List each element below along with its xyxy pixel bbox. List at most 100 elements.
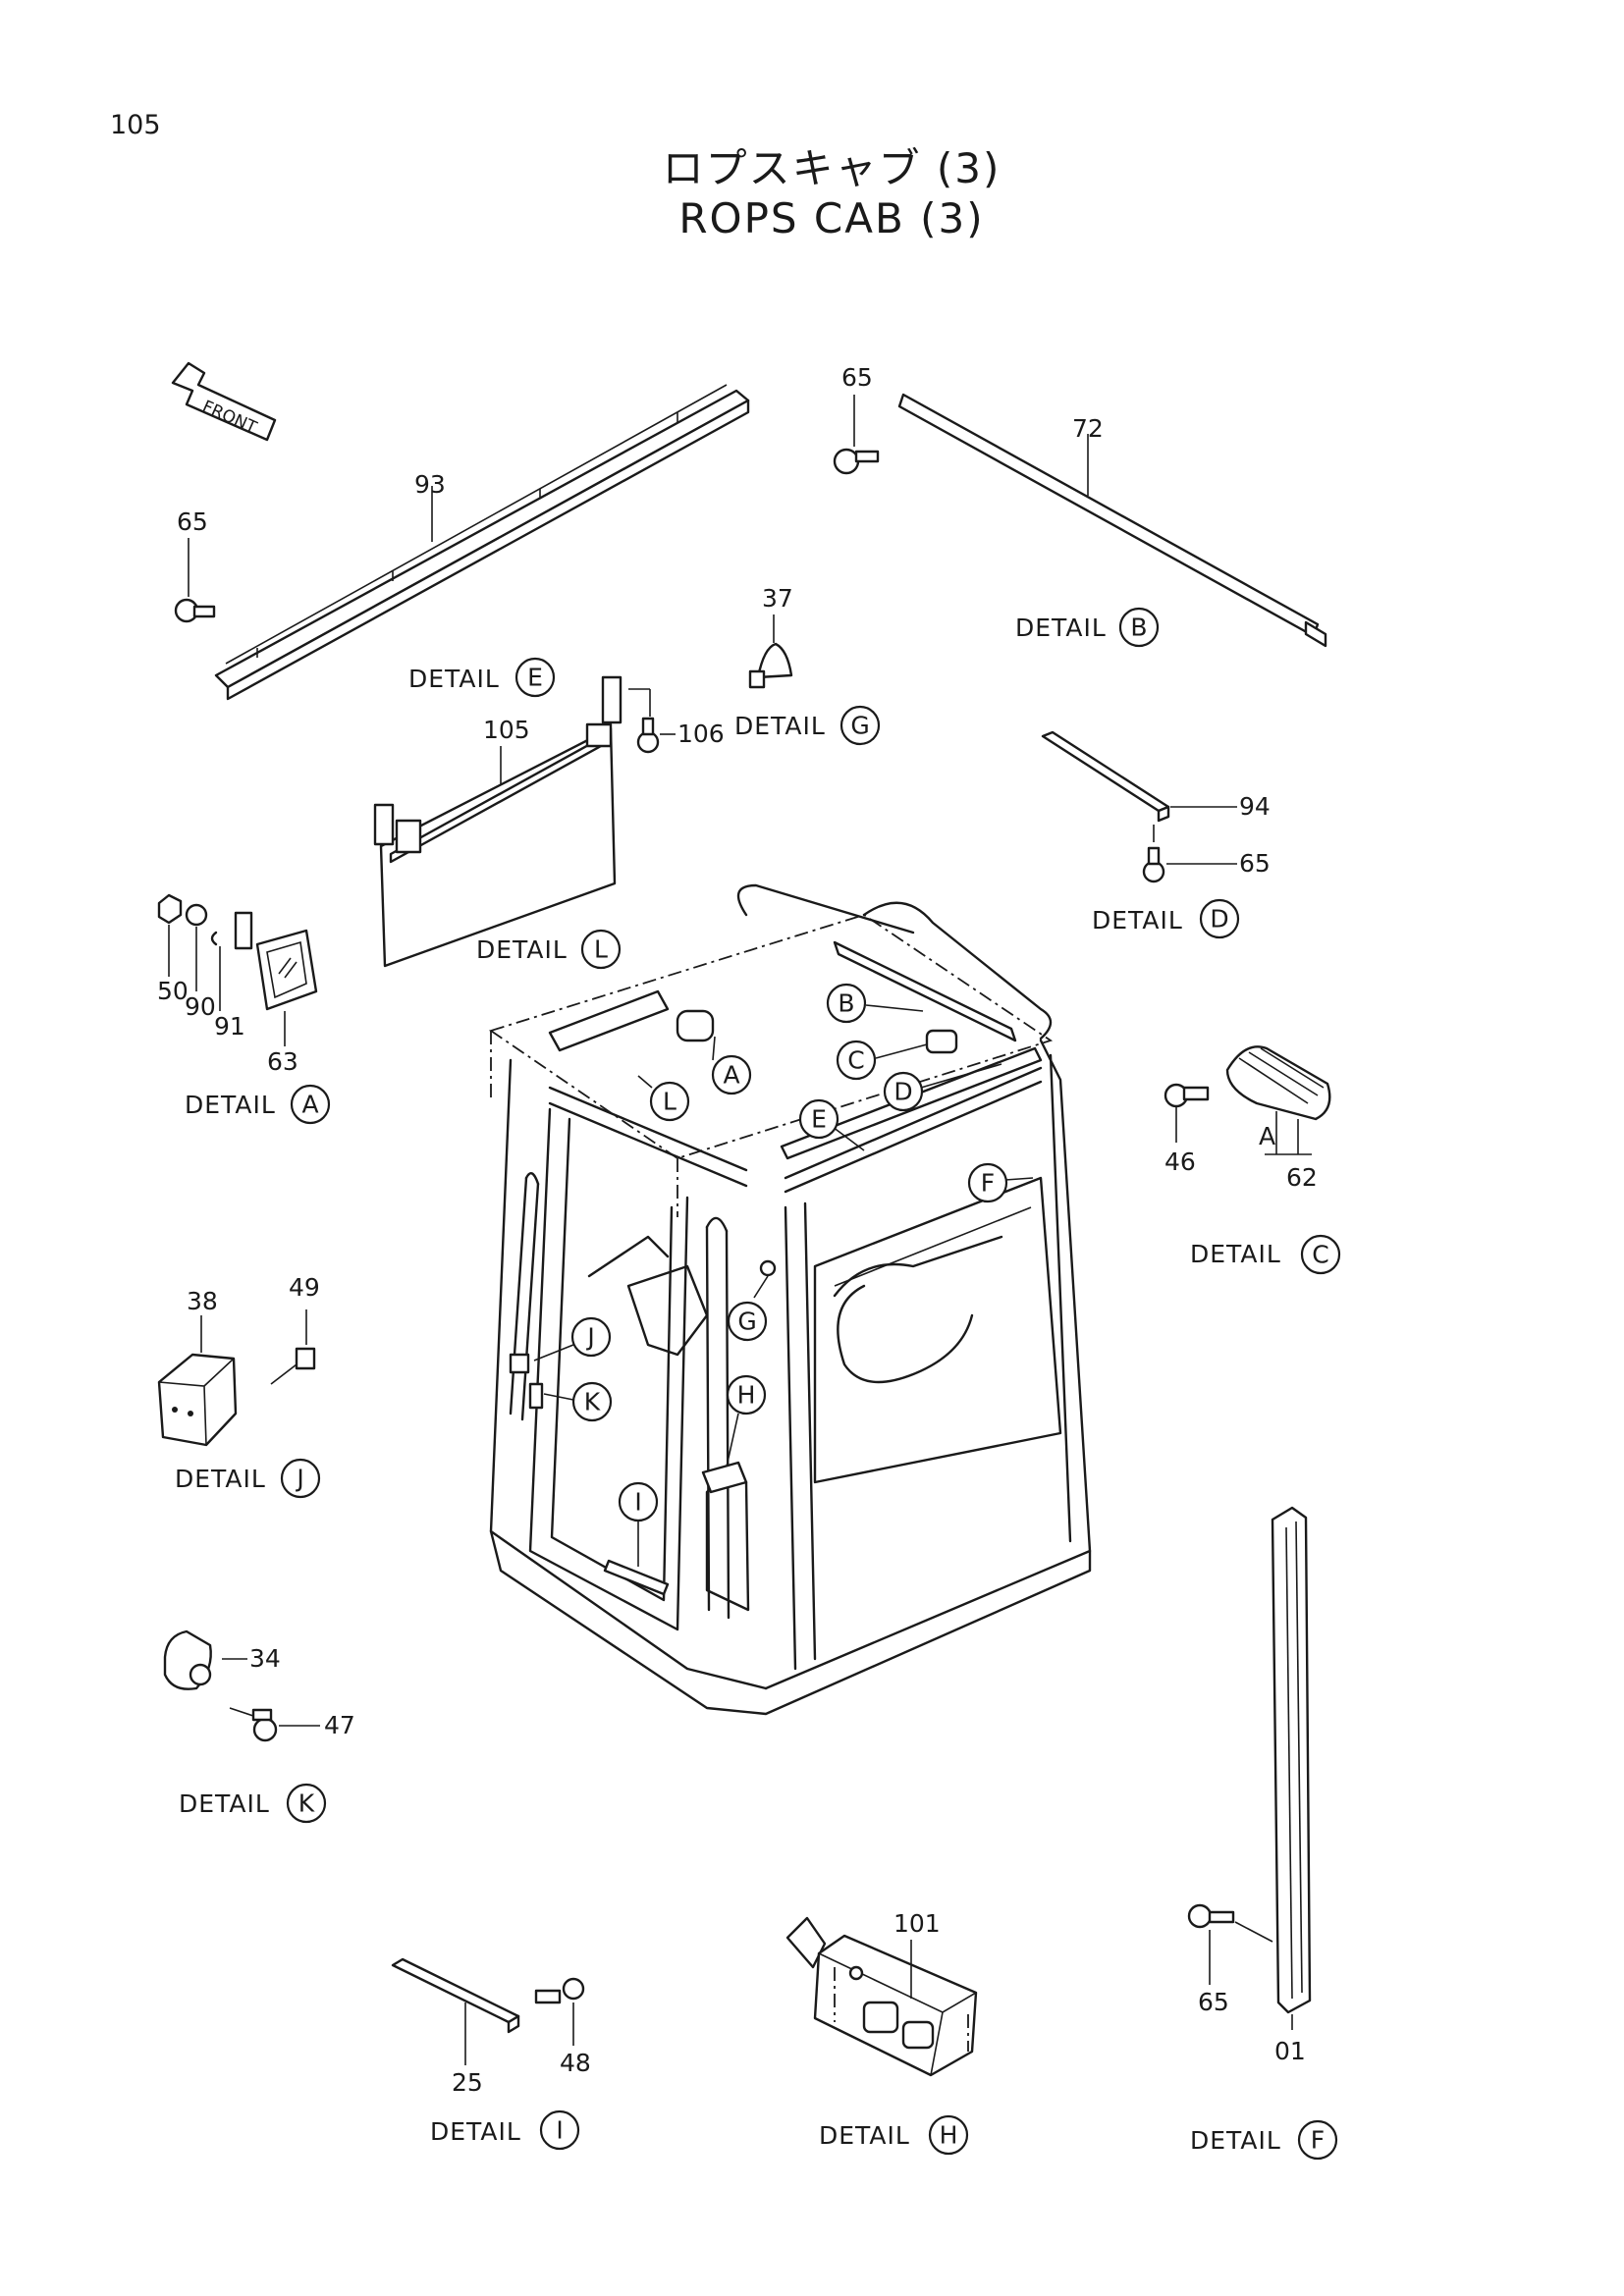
detail-j-label: DETAIL bbox=[175, 1465, 266, 1493]
part-number-46: 46 bbox=[1164, 1148, 1196, 1176]
page-number: 105 bbox=[110, 110, 161, 140]
part-number-105: 105 bbox=[483, 716, 530, 744]
part-number-65-top: 65 bbox=[841, 363, 873, 392]
detail-j-circle bbox=[280, 1458, 321, 1499]
detail-h-label: DETAIL bbox=[819, 2121, 910, 2150]
detail-l-label: DETAIL bbox=[476, 935, 568, 964]
part-number-65-detail-f: 65 bbox=[1198, 1988, 1229, 2016]
trim-part-25-icon bbox=[391, 1957, 520, 2065]
bolt-65-detail-d-icon bbox=[1142, 846, 1237, 883]
rail-part-93 bbox=[214, 384, 750, 701]
rail-part-72 bbox=[897, 393, 1327, 648]
detail-f-letter: F bbox=[1311, 2126, 1325, 2155]
detail-k-label: DETAIL bbox=[179, 1789, 270, 1818]
rops-cab-body bbox=[488, 883, 1092, 1716]
svg-text:K: K bbox=[584, 1388, 601, 1416]
part-number-72: 72 bbox=[1072, 414, 1104, 443]
part-number-91: 91 bbox=[214, 1012, 245, 1041]
part-number-25: 25 bbox=[452, 2068, 483, 2097]
detail-g-label: DETAIL bbox=[734, 712, 826, 740]
detail-g-circle bbox=[839, 705, 881, 746]
callout-g: G bbox=[727, 1275, 769, 1342]
page-title-english: ROPS CAB (3) bbox=[678, 194, 985, 242]
svg-text:F: F bbox=[981, 1169, 995, 1198]
detail-d-circle bbox=[1199, 898, 1240, 939]
detail-a-label: DETAIL bbox=[185, 1091, 276, 1119]
part-number-47: 47 bbox=[324, 1711, 355, 1739]
detail-f-circle bbox=[1297, 2119, 1338, 2161]
svg-text:G: G bbox=[737, 1308, 756, 1336]
detail-h-letter: H bbox=[940, 2121, 958, 2150]
detail-l-letter: L bbox=[594, 935, 608, 964]
mirror-assembly-detail-a bbox=[157, 893, 318, 1046]
part-number-106: 106 bbox=[677, 720, 725, 748]
bolt-49-icon bbox=[270, 1309, 316, 1385]
detail-d-letter: D bbox=[1210, 905, 1228, 934]
svg-text:A: A bbox=[723, 1061, 739, 1090]
bolt-65-detail-f-icon bbox=[1187, 1903, 1273, 1985]
detail-k-circle bbox=[286, 1783, 327, 1824]
callout-h: H bbox=[726, 1374, 767, 1468]
detail-f-label: DETAIL bbox=[1190, 2126, 1281, 2155]
plug-part-37-icon bbox=[748, 614, 793, 689]
handle-assembly-detail-c bbox=[1164, 1045, 1331, 1155]
detail-i-label: DETAIL bbox=[430, 2117, 521, 2146]
callout-c: C bbox=[836, 1040, 928, 1081]
part-number-48: 48 bbox=[560, 2049, 591, 2077]
part-number-01: 01 bbox=[1274, 2037, 1306, 2065]
detail-c-circle bbox=[1300, 1234, 1341, 1275]
callout-k: K bbox=[543, 1381, 613, 1422]
svg-text:D: D bbox=[893, 1078, 912, 1106]
bolt-106-icon bbox=[636, 717, 676, 754]
callout-d: D bbox=[883, 1063, 1002, 1112]
callout-l: L bbox=[637, 1075, 690, 1122]
part-number-93: 93 bbox=[414, 470, 446, 499]
detail-c-letter: C bbox=[1312, 1241, 1328, 1269]
bolt-65-left-icon bbox=[174, 538, 216, 623]
detail-e-label: DETAIL bbox=[408, 665, 500, 693]
part-number-90: 90 bbox=[185, 992, 216, 1021]
part-number-50: 50 bbox=[157, 977, 189, 1005]
svg-text:J: J bbox=[585, 1323, 594, 1352]
callout-b: B bbox=[826, 983, 924, 1024]
detail-i-letter: I bbox=[556, 2116, 563, 2145]
latch-part-101 bbox=[785, 1916, 978, 2077]
detail-e-circle bbox=[514, 657, 556, 698]
detail-h-circle bbox=[928, 2114, 969, 2156]
detail-d-label: DETAIL bbox=[1092, 906, 1183, 934]
detail-b-circle bbox=[1118, 607, 1160, 648]
callout-f: F bbox=[967, 1162, 1034, 1203]
detail-k-letter: K bbox=[298, 1789, 315, 1818]
callout-i: I bbox=[618, 1481, 659, 1567]
detail-e-letter: E bbox=[527, 664, 543, 692]
callout-j: J bbox=[533, 1316, 612, 1362]
detail-i-circle bbox=[539, 2109, 580, 2151]
part-number-101: 101 bbox=[893, 1909, 941, 1938]
detail-j-letter: J bbox=[295, 1465, 303, 1493]
detail-b-label: DETAIL bbox=[1015, 614, 1107, 642]
svg-text:E: E bbox=[811, 1105, 827, 1134]
detail-b-letter: B bbox=[1130, 614, 1147, 642]
cover-part-38-icon bbox=[157, 1315, 238, 1447]
part-number-94: 94 bbox=[1239, 792, 1271, 821]
svg-text:B: B bbox=[838, 989, 854, 1018]
part-number-49: 49 bbox=[289, 1273, 320, 1302]
channel-part-01 bbox=[1271, 1506, 1312, 2030]
callout-e: E bbox=[798, 1098, 865, 1151]
svg-text:H: H bbox=[737, 1381, 756, 1410]
part-number-37: 37 bbox=[762, 584, 793, 613]
page-title-japanese: ロプスキャブ (3) bbox=[662, 144, 1001, 192]
part-number-62: 62 bbox=[1286, 1163, 1318, 1192]
detail-c-label: DETAIL bbox=[1190, 1240, 1281, 1268]
svg-text:C: C bbox=[847, 1046, 864, 1075]
detail-a-letter: A bbox=[301, 1091, 318, 1119]
front-arrow-icon: FRONT bbox=[171, 361, 277, 442]
detail-a-circle bbox=[290, 1084, 331, 1125]
callout-a: A bbox=[711, 1036, 752, 1095]
part-number-65-left: 65 bbox=[177, 507, 208, 536]
part-number-62-a: A bbox=[1259, 1122, 1275, 1150]
part-number-63: 63 bbox=[267, 1047, 298, 1076]
svg-text:I: I bbox=[634, 1488, 641, 1517]
bolt-65-top-icon bbox=[833, 395, 880, 475]
